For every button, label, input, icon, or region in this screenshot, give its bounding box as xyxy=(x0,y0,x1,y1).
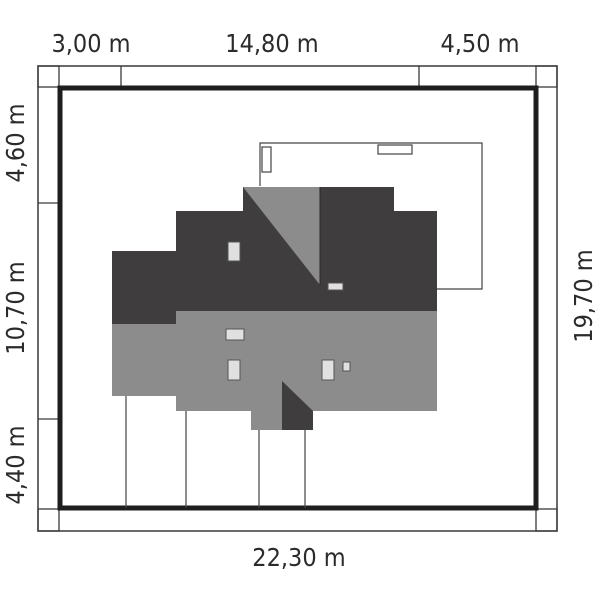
roof-window xyxy=(227,359,241,381)
roof-window xyxy=(321,359,335,381)
dim-left-top: 4,60 m xyxy=(1,103,30,182)
building-roof xyxy=(112,187,437,430)
gable-light xyxy=(243,187,320,285)
plot-boundary xyxy=(57,85,539,511)
garage-roof-dark xyxy=(112,251,176,324)
dim-left-middle: 10,70 m xyxy=(1,261,30,354)
terrace-outline xyxy=(259,142,483,290)
roof-window xyxy=(327,282,344,291)
entrance-roof-dark xyxy=(282,381,313,430)
roof-windows xyxy=(225,241,351,381)
dim-bottom: 22,30 m xyxy=(252,543,345,572)
dim-left-bottom: 4,40 m xyxy=(1,425,30,504)
entrance-roof-light xyxy=(251,381,282,430)
dimension-labels: 3,00 m 14,80 m 4,50 m 4,60 m 10,70 m 4,4… xyxy=(1,29,598,572)
roof-window xyxy=(342,361,351,372)
pergola-posts xyxy=(125,396,306,508)
main-roof-light xyxy=(176,311,437,411)
dim-right: 19,70 m xyxy=(569,249,598,342)
dim-top-left: 3,00 m xyxy=(51,29,130,58)
garage-roof-light xyxy=(112,324,176,396)
dim-top-right: 4,50 m xyxy=(440,29,519,58)
roof-window xyxy=(227,241,241,262)
dim-top-middle: 14,80 m xyxy=(225,29,318,58)
roof-window xyxy=(225,328,245,341)
